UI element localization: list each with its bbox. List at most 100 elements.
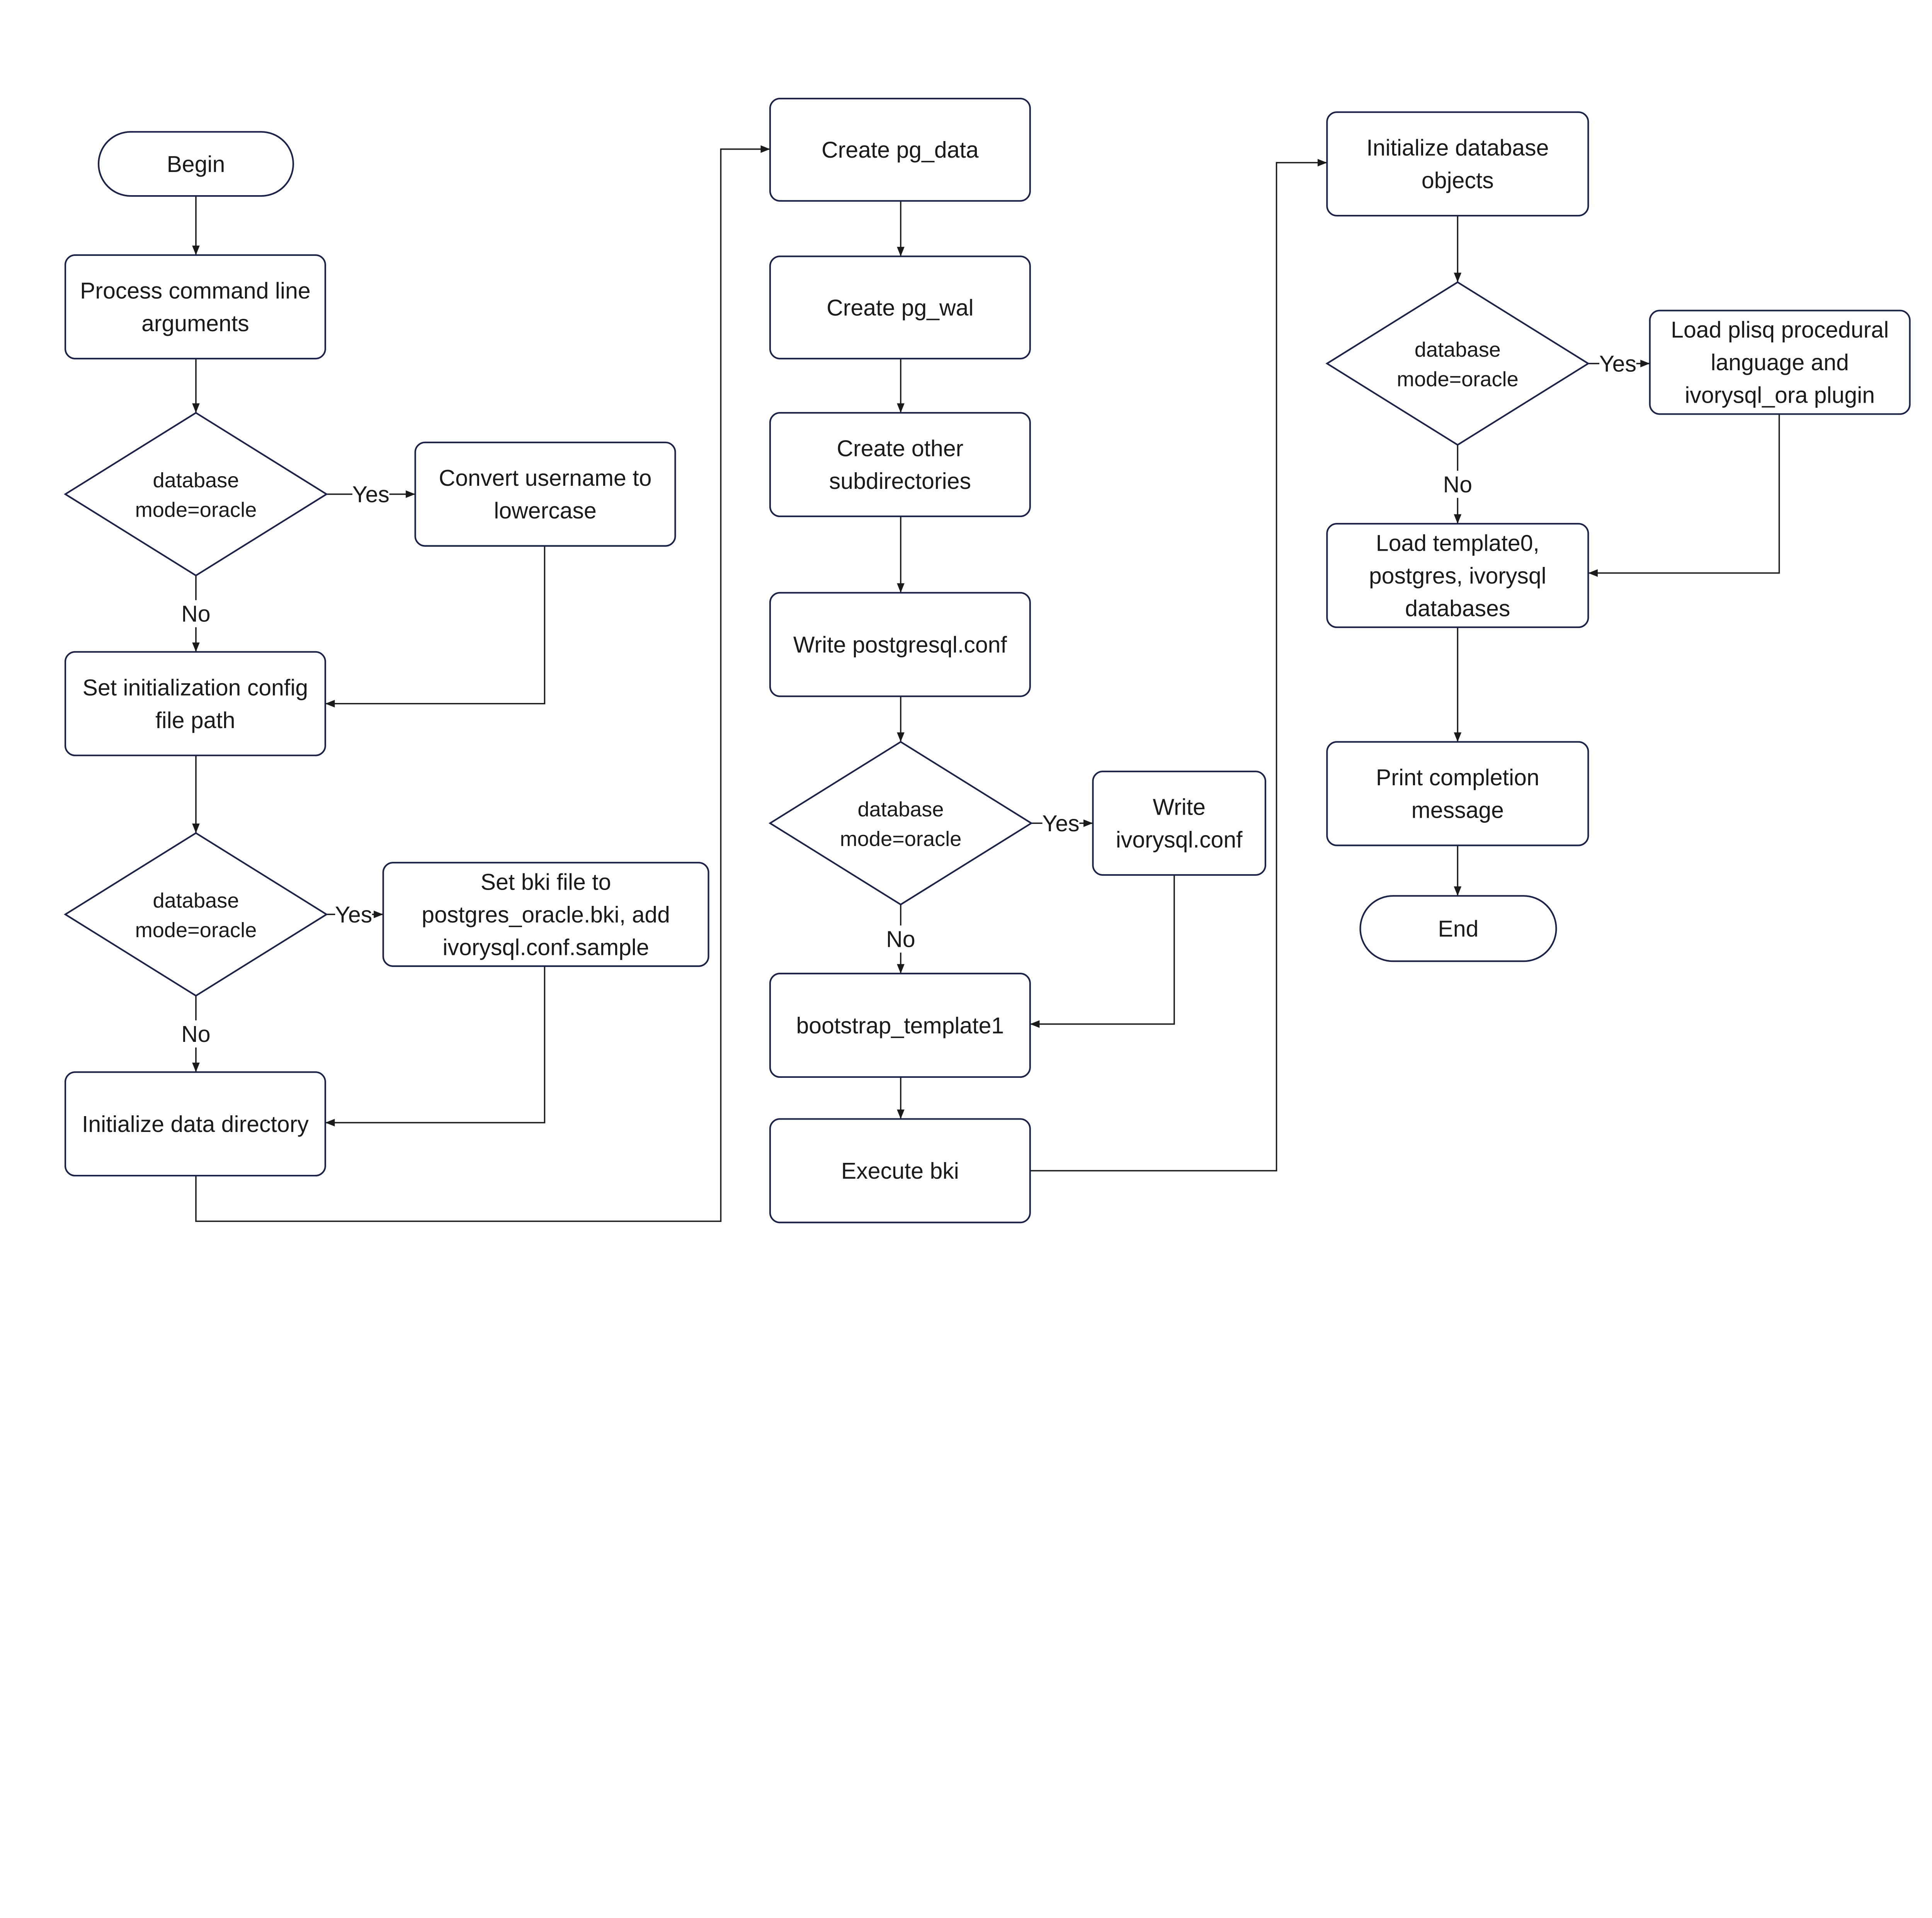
node-decision2: database mode=oracle [64,832,328,997]
process-box [1326,111,1589,217]
label-line: Create other [837,436,963,461]
label-line: subdirectories [829,468,971,494]
node-label: bootstrap_template1 [796,1013,1004,1038]
label-line: ivorysql_ora plugin [1685,383,1875,408]
label-background [180,1020,212,1048]
process-box [769,255,1031,360]
label-line: Create pg_data [821,137,979,163]
label-line: Print completion [1376,765,1539,790]
label-line: postgres, ivorysql [1369,563,1546,589]
edge-label-no: No [181,1021,210,1047]
node-label: Load plisq procedural language and ivorysq… [1671,317,1889,408]
decision-diamond [1325,281,1590,446]
node-print-completion: Print completion message [1326,741,1589,846]
label-line: mode=oracle [840,827,962,851]
label-line: mode=oracle [1397,368,1519,391]
node-process-args: Process command line arguments [64,254,326,360]
node-write-postgresql-conf: Write postgresql.conf [769,592,1031,697]
label-line: arguments [141,311,249,336]
label-background [1441,471,1474,498]
edge-label-yes: Yes [335,902,372,928]
label-line: Load template0, [1376,530,1539,556]
node-label: Set bki file to postgres_oracle.bki, add i… [422,869,670,960]
label-line: mode=oracle [135,919,257,942]
process-box [769,412,1031,517]
connector-arrow [325,546,546,708]
node-label: Load template0, postgres, ivorysql databas… [1369,530,1546,621]
node-label: Create pg_data [821,137,979,163]
node-begin: Begin [98,131,294,197]
label-background [1042,810,1080,837]
label-background [884,925,917,953]
label-line: Load plisq procedural [1671,317,1889,343]
label-line: postgres_oracle.bki, add [422,902,670,928]
label-line: database [153,469,239,492]
process-box [769,592,1031,697]
label-background [352,480,389,508]
connector-arrow [1030,875,1175,1028]
process-box [382,862,709,967]
node-label: database mode=oracle [135,889,257,942]
decision-diamond [769,741,1033,905]
process-box [64,651,326,756]
label-line: Initialize data directory [82,1111,309,1137]
node-label: Print completion message [1376,765,1539,823]
label-line: ivorysql.conf.sample [442,934,649,960]
label-line: Initialize database [1366,135,1549,161]
label-background [335,900,372,928]
process-box [414,441,676,547]
node-end: End [1359,895,1557,962]
label-line: Set initialization config [83,675,308,700]
process-box [1649,310,1911,415]
connector-arrow [325,966,546,1127]
node-label: Process command line arguments [80,278,311,336]
process-box [769,973,1031,1078]
node-label: End [1438,916,1478,941]
label-line: Set bki file to [481,869,611,895]
terminal-shape [98,131,294,197]
edge-label-no: No [886,927,915,952]
process-box [1326,523,1589,628]
label-background [180,600,212,628]
label-line: Create pg_wal [827,295,973,320]
terminal-shape [1359,895,1557,962]
node-label: Create other subdirectories [829,436,971,494]
label-line: language and [1711,350,1849,375]
process-box [64,1071,326,1177]
label-line: Write [1153,795,1206,820]
node-label: Create pg_wal [827,295,973,320]
node-create-pg-data: Create pg_data [769,98,1031,202]
label-line: Convert username to [439,465,652,491]
node-init-db-objects: Initialize database objects [1326,111,1589,217]
label-line: Process command line [80,278,311,303]
node-set-bki: Set bki file to postgres_oracle.bki, add i… [382,862,709,967]
label-line: Begin [167,151,225,177]
node-load-databases: Load template0, postgres, ivorysql databas… [1326,523,1589,628]
label-line: database [153,889,239,912]
process-box [64,254,326,360]
edge-label-yes: Yes [352,482,389,507]
connector-arrow [1588,414,1780,577]
process-box [769,1118,1031,1224]
connector-arrow [195,145,770,1222]
label-line: objects [1422,168,1494,193]
node-init-data-dir: Initialize data directory [64,1071,326,1177]
node-bootstrap-template1: bootstrap_template1 [769,973,1031,1078]
node-create-pg-wal: Create pg_wal [769,255,1031,360]
label-line: Write postgresql.conf [793,632,1007,657]
label-line: message [1412,798,1504,823]
label-line: database [1415,338,1501,361]
edge-label-no: No [1443,472,1472,497]
node-label: Initialize database objects [1366,135,1549,194]
label-line: databases [1405,596,1510,621]
